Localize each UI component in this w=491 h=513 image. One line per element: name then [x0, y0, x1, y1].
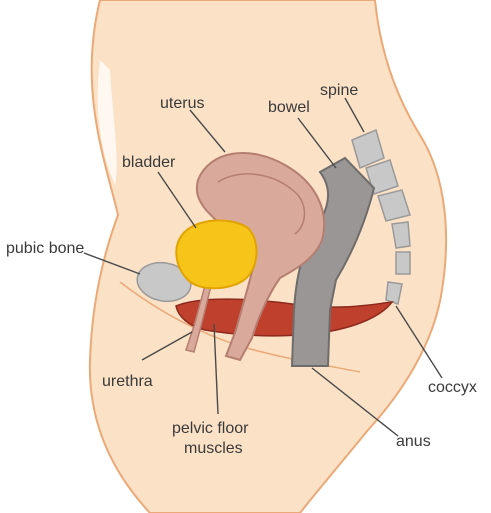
- leader-bowel: [297, 117, 337, 169]
- label-spine: spine: [320, 82, 358, 99]
- leader-bladder: [157, 171, 197, 229]
- label-pelvic-floor-line1: pelvic floor: [172, 420, 249, 437]
- coccyx-bone: [385, 281, 403, 305]
- label-bladder: bladder: [122, 154, 176, 171]
- bowel-rectum: [290, 156, 376, 367]
- label-bowel: bowel: [268, 99, 310, 116]
- label-uterus: uterus: [160, 95, 204, 112]
- label-anus: anus: [396, 433, 431, 450]
- leader-urethra: [141, 331, 193, 361]
- pubic-bone: [136, 261, 192, 303]
- leader-pelvic-floor: [213, 323, 219, 415]
- leader-coccyx: [395, 305, 443, 379]
- leader-uterus: [189, 109, 226, 153]
- label-pelvic-floor-line2: muscles: [184, 440, 243, 457]
- leader-pubic-bone: [83, 252, 141, 275]
- label-coccyx: coccyx: [428, 379, 477, 396]
- label-pubic-bone: pubic bone: [6, 240, 84, 257]
- skin-highlight: [97, 60, 117, 185]
- label-urethra: urethra: [102, 373, 153, 390]
- leader-anus: [311, 367, 399, 437]
- leader-spine: [344, 97, 365, 133]
- bladder: [175, 219, 258, 290]
- uterus-inner-cavity: [217, 173, 306, 235]
